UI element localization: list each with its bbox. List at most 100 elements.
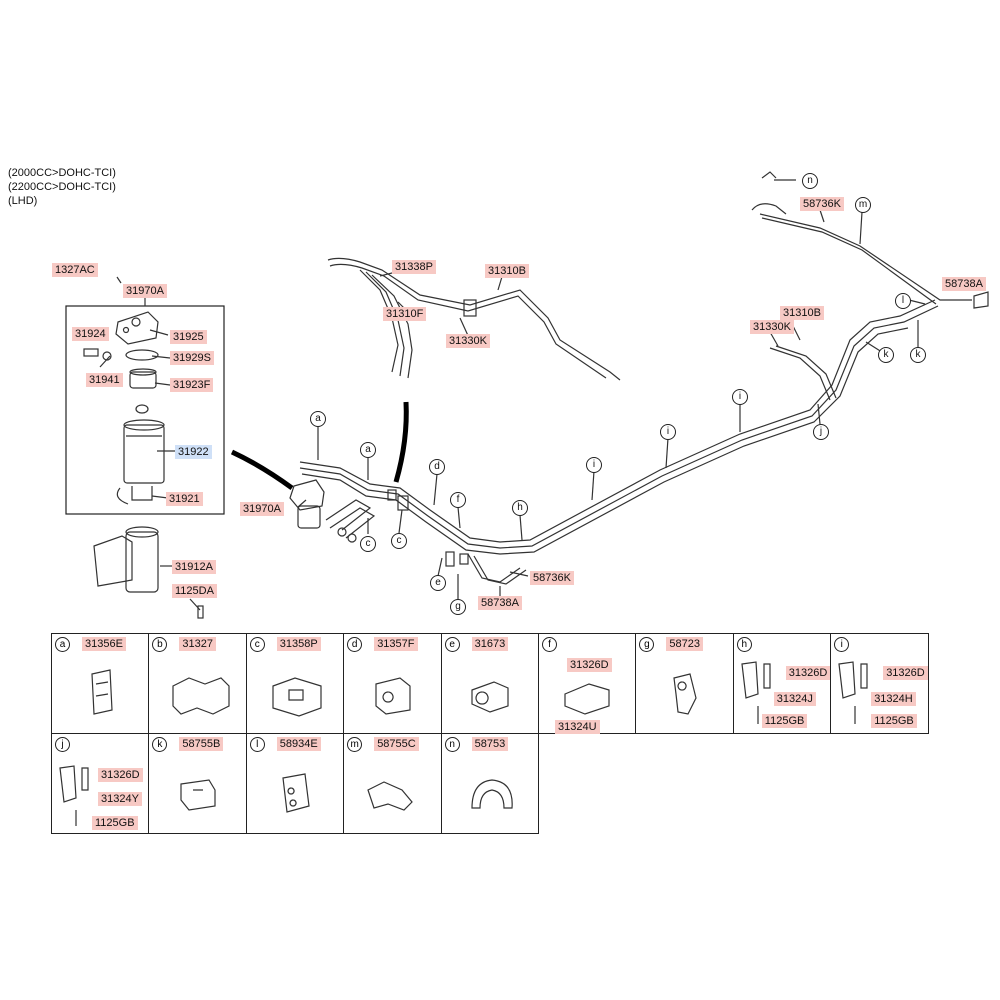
legend-part-sketch [59, 765, 89, 826]
part-label-31970a-mounted[interactable]: 31970A [240, 502, 284, 516]
legend-part-sketch [375, 677, 411, 715]
legend-letter-k: k [152, 737, 168, 752]
engine-spec-line-1: (2000CC>DOHC-TCI) [8, 167, 116, 179]
legend-part-number[interactable]: 58934E [276, 737, 321, 751]
legend-cell-n[interactable]: n 58753 [440, 733, 539, 834]
part-label-58736k-right[interactable]: 58736K [800, 197, 844, 211]
legend-sub-part[interactable]: 31326D [98, 768, 143, 782]
filter-bracket [93, 535, 133, 587]
part-label-31310b-top[interactable]: 31310B [485, 264, 529, 278]
legend-cell-i[interactable]: i 31326D 31324H 1125GB [830, 633, 929, 734]
callout-k-1[interactable]: k [878, 347, 894, 363]
legend-part-sketch [282, 773, 310, 813]
part-label-1125da[interactable]: 1125DA [172, 584, 217, 598]
part-label-58738a-right[interactable]: 58738A [942, 277, 986, 291]
part-label-31923f[interactable]: 31923F [170, 378, 214, 392]
legend-letter-i: i [834, 637, 850, 652]
legend-cell-l[interactable]: l 58934E [245, 733, 345, 834]
callout-e[interactable]: e [430, 575, 446, 591]
legend-part-number[interactable]: 58753 [471, 737, 509, 751]
part-label-31310b-right[interactable]: 31310B [780, 306, 824, 320]
part-label-31330k-top[interactable]: 31330K [446, 334, 490, 348]
part-label-31970a[interactable]: 31970A [123, 284, 167, 298]
callout-n[interactable]: n [802, 173, 818, 189]
callout-f[interactable]: f [450, 492, 466, 508]
legend-part-number[interactable]: 31356E [82, 637, 126, 651]
engine-fuel-lines [327, 257, 621, 381]
legend-part-sketch [470, 779, 513, 809]
callout-i-3[interactable]: i [732, 389, 748, 405]
part-label-31330k-right[interactable]: 31330K [750, 320, 794, 334]
legend-letter-h: h [736, 637, 752, 652]
legend-sub-part[interactable]: 1125GB [761, 714, 808, 728]
part-label-31310f[interactable]: 31310F [383, 307, 427, 321]
legend-part-sketch [564, 683, 610, 715]
legend-sub-part[interactable]: 31326D [785, 666, 831, 680]
part-label-31941[interactable]: 31941 [86, 373, 123, 387]
legend-cell-a[interactable]: a 31356E [51, 633, 150, 734]
legend-letter-n: n [444, 737, 460, 752]
part-label-31921[interactable]: 31921 [166, 492, 203, 506]
callout-m[interactable]: m [855, 197, 871, 213]
part-label-31929s[interactable]: 31929S [170, 351, 214, 365]
legend-sub-part[interactable]: 31324H [871, 692, 916, 706]
filter-head [115, 311, 159, 345]
legend-part-number[interactable]: 58723 [666, 637, 703, 651]
legend-part-sketch [367, 781, 413, 811]
callout-l[interactable]: l [895, 293, 911, 309]
legend-sub-part[interactable]: 31324U [555, 720, 600, 734]
part-label-58738a-mid[interactable]: 58738A [478, 596, 522, 610]
legend-cell-b[interactable]: b 31327 [148, 633, 247, 734]
legend-part-sketch [470, 681, 509, 713]
callout-a-1[interactable]: a [310, 411, 326, 427]
legend-part-number[interactable]: 31327 [179, 637, 216, 651]
legend-letter-a: a [55, 637, 70, 652]
mounted-filter [289, 479, 376, 543]
legend-part-sketch [172, 677, 230, 715]
legend-cell-k[interactable]: k 58755B [148, 733, 247, 834]
legend-letter-l: l [249, 737, 265, 752]
legend-sub-part[interactable]: 1125GB [871, 714, 917, 728]
legend-part-number[interactable]: 58755C [374, 737, 419, 751]
callout-i-1[interactable]: i [586, 457, 602, 473]
legend-part-number[interactable]: 31673 [471, 637, 509, 651]
legend-part-number[interactable]: 58755B [179, 737, 224, 751]
part-label-31924[interactable]: 31924 [72, 327, 109, 341]
callout-g[interactable]: g [450, 599, 466, 615]
legend-letter-c: c [249, 637, 265, 652]
legend-letter-f: f [542, 637, 557, 652]
legend-sub-part[interactable]: 31326D [883, 666, 928, 680]
legend-part-number[interactable]: 31358P [276, 637, 321, 651]
callout-h[interactable]: h [512, 500, 528, 516]
legend-cell-h[interactable]: h 31326D 31324J 1125GB [732, 633, 832, 734]
part-label-58736k-mid[interactable]: 58736K [530, 571, 574, 585]
callout-i-2[interactable]: i [660, 424, 676, 440]
engine-spec-line-2: (2200CC>DOHC-TCI) [8, 181, 116, 193]
legend-sub-part[interactable]: 31324J [773, 692, 816, 706]
legend-sub-part[interactable]: 31326D [567, 658, 612, 672]
part-label-31912a[interactable]: 31912A [172, 560, 216, 574]
legend-part-sketch [272, 677, 322, 717]
legend-cell-c[interactable]: c 31358P [245, 633, 345, 734]
part-label-31338p[interactable]: 31338P [392, 260, 436, 274]
callout-j[interactable]: j [813, 424, 829, 440]
legend-part-number[interactable]: 31357F [374, 637, 418, 651]
callout-k-2[interactable]: k [910, 347, 926, 363]
legend-cell-f[interactable]: f 31326D 31324U [538, 633, 637, 734]
legend-letter-b: b [152, 637, 168, 652]
part-label-1327ac[interactable]: 1327AC [52, 263, 98, 277]
part-label-31925[interactable]: 31925 [170, 330, 207, 344]
part-label-31922[interactable]: 31922 [175, 445, 212, 459]
callout-c-2[interactable]: c [391, 533, 407, 549]
callout-a-2[interactable]: a [360, 442, 376, 458]
legend-part-sketch [673, 673, 698, 715]
legend-sub-part[interactable]: 31324Y [98, 792, 142, 806]
legend-sub-part[interactable]: 1125GB [92, 816, 138, 830]
callout-c-1[interactable]: c [360, 536, 376, 552]
callout-d[interactable]: d [429, 459, 445, 475]
